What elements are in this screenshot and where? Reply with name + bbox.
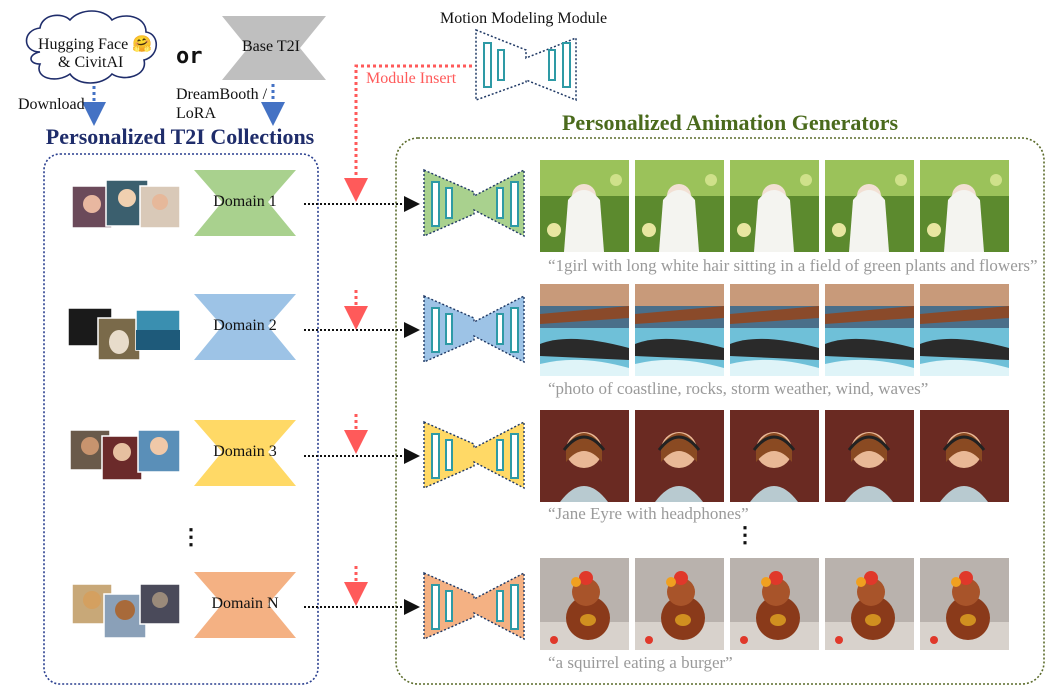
animation-frame-row1-2: [635, 160, 724, 252]
animation-frame-row3-1: [540, 410, 629, 502]
animation-frame-row4-5: [920, 558, 1009, 650]
right-panel-title: Personalized Animation Generators: [561, 110, 899, 135]
module-insert-label: Module Insert: [366, 70, 457, 87]
left-ellipsis: ⋮: [180, 524, 202, 549]
domain-label-n: Domain N: [211, 595, 279, 612]
animation-frame-row4-3: [730, 558, 819, 650]
motion-module-top: [475, 28, 577, 102]
animation-frame-row2-5: [920, 284, 1009, 376]
domain-label-3: Domain 3: [213, 443, 277, 460]
hub-label-line1-text: Hugging Face: [38, 36, 129, 53]
dreambooth-label-2: LoRA: [176, 105, 216, 122]
animation-frame-row1-5: [920, 160, 1009, 252]
generator-1: [423, 168, 525, 238]
frames-layer: [540, 160, 1009, 650]
animation-frame-row2-4: [825, 284, 914, 376]
download-label: Download: [18, 96, 85, 113]
caption-row-1: “1girl with long white hair sitting in a…: [548, 256, 1038, 275]
animation-frame-row2-1: [540, 284, 629, 376]
thumbnails-domain-1: [71, 179, 181, 229]
dreambooth-label-1: DreamBooth /: [176, 86, 268, 103]
generator-n: [423, 571, 525, 641]
domain-shape-1: [194, 170, 296, 236]
left-panel-title: Personalized T2I Collections: [45, 124, 315, 149]
base-t2i-label: Base T2I: [242, 38, 300, 55]
hugging-face-emoji-icon: 🤗: [128, 36, 153, 53]
hub-label-line1: Hugging Face 🤗: [38, 34, 152, 54]
animation-frame-row4-2: [635, 558, 724, 650]
hub-label-line2: & CivitAI: [58, 54, 124, 71]
domain-shape-n: [194, 572, 296, 638]
animation-frame-row2-3: [730, 284, 819, 376]
base-t2i-shape: [222, 16, 326, 80]
right-panel-border: [395, 137, 1045, 685]
thumbnails-domain-3: [69, 429, 181, 481]
animation-frame-row3-2: [635, 410, 724, 502]
domain-label-1: Domain 1: [213, 193, 277, 210]
generator-3: [423, 420, 525, 490]
caption-row-3: “Jane Eyre with headphones”: [548, 504, 749, 523]
hub-cloud: [25, 10, 158, 84]
caption-row-2: “photo of coastline, rocks, storm weathe…: [548, 379, 929, 398]
or-label: or: [176, 44, 203, 69]
animation-frame-row3-3: [730, 410, 819, 502]
thumbnails-domain-2: [67, 307, 181, 361]
caption-row-4: “a squirrel eating a burger”: [548, 653, 733, 672]
domain-shape-2: [194, 294, 296, 360]
right-ellipsis: ⋮: [734, 522, 756, 547]
animation-frame-row1-3: [730, 160, 819, 252]
module-insert-path: [344, 64, 472, 202]
domain-shape-3: [194, 420, 296, 486]
thumbnails-domain-n: [71, 583, 181, 639]
animation-frame-row4-1: [540, 558, 629, 650]
left-panel-border: [43, 153, 319, 685]
motion-module-title: Motion Modeling Module: [440, 10, 608, 27]
animation-frame-row4-4: [825, 558, 914, 650]
domain-label-2: Domain 2: [213, 317, 277, 334]
animation-frame-row3-4: [825, 410, 914, 502]
generator-2: [423, 294, 525, 364]
animation-frame-row3-5: [920, 410, 1009, 502]
animation-frame-row2-2: [635, 284, 724, 376]
animation-frame-row1-4: [825, 160, 914, 252]
animation-frame-row1-1: [540, 160, 629, 252]
